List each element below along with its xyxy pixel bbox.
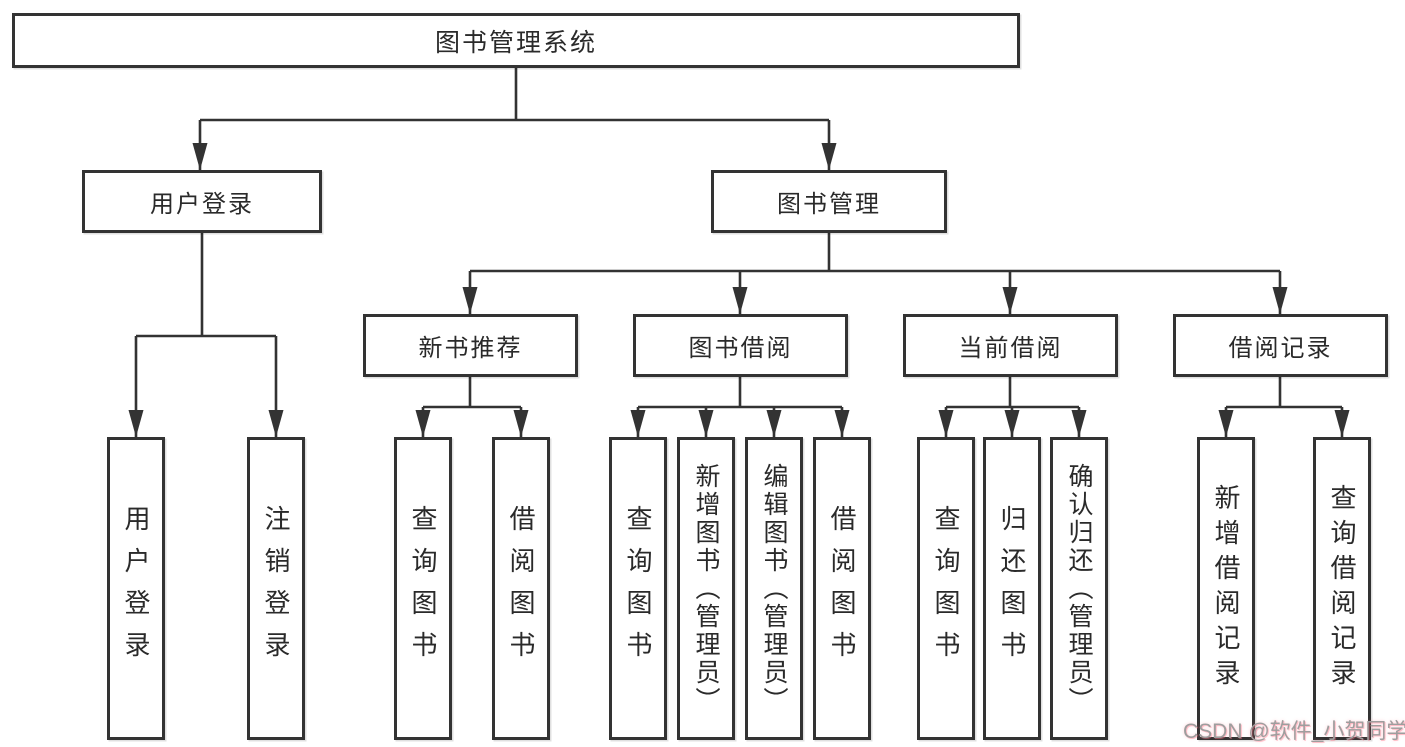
connector-borrow-records-fan bbox=[1224, 377, 1344, 437]
leaf-borrow-books-recommend: 借阅图书 bbox=[492, 437, 550, 740]
leaf-query-books-current-label: 查询图书 bbox=[931, 504, 961, 673]
connector-root-fan bbox=[198, 68, 831, 170]
arrowhead-icon bbox=[766, 410, 782, 437]
connector-user-login-fan bbox=[134, 233, 278, 437]
node-borrow-records-label: 借阅记录 bbox=[1228, 335, 1333, 362]
arrowhead-icon bbox=[938, 410, 954, 437]
leaf-logout: 注销登录 bbox=[247, 437, 305, 740]
arrowhead-icon bbox=[462, 287, 478, 314]
leaf-query-books-recommend: 查询图书 bbox=[394, 437, 452, 740]
arrowhead-icon bbox=[415, 410, 431, 437]
leaf-edit-books-admin: 编辑图书（管理员） bbox=[745, 437, 803, 740]
connector-book-borrow-fan bbox=[636, 377, 844, 437]
arrowhead-icon bbox=[268, 410, 284, 437]
arrowhead-icon bbox=[1334, 410, 1350, 437]
arrowhead-icon bbox=[630, 410, 646, 437]
leaf-query-books-borrow: 查询图书 bbox=[609, 437, 667, 740]
leaf-query-borrow-record-label: 查询借阅记录 bbox=[1327, 483, 1357, 694]
node-user-login-label: 用户登录 bbox=[150, 191, 254, 218]
leaf-user-login: 用户登录 bbox=[107, 437, 165, 740]
node-new-book-recommend: 新书推荐 bbox=[363, 314, 578, 377]
node-current-borrow: 当前借阅 bbox=[903, 314, 1118, 377]
csdn-watermark: CSDN @软件_小贺同学 bbox=[1183, 720, 1405, 743]
arrowhead-icon bbox=[128, 410, 144, 437]
leaf-confirm-return-admin-label: 确认归还（管理员） bbox=[1065, 462, 1093, 715]
node-current-borrow-label: 当前借阅 bbox=[958, 335, 1063, 362]
node-borrow-records: 借阅记录 bbox=[1173, 314, 1388, 377]
arrowhead-icon bbox=[732, 287, 748, 314]
arrowhead-icon bbox=[1218, 410, 1234, 437]
leaf-return-books-label: 归还图书 bbox=[997, 504, 1027, 673]
node-book-borrow-label: 图书借阅 bbox=[688, 335, 793, 362]
leaf-query-borrow-record: 查询借阅记录 bbox=[1313, 437, 1371, 740]
arrowhead-icon bbox=[834, 410, 850, 437]
node-root: 图书管理系统 bbox=[12, 13, 1020, 68]
connector-new-book-fan bbox=[421, 377, 523, 437]
node-book-management: 图书管理 bbox=[711, 170, 947, 233]
node-new-book-recommend-label: 新书推荐 bbox=[418, 335, 523, 362]
leaf-add-books-admin: 新增图书（管理员） bbox=[677, 437, 735, 740]
node-book-management-label: 图书管理 bbox=[777, 191, 881, 218]
leaf-edit-books-admin-label: 编辑图书（管理员） bbox=[760, 462, 788, 715]
connector-book-mgmt-fan bbox=[468, 233, 1282, 314]
node-root-label: 图书管理系统 bbox=[434, 28, 597, 57]
arrowhead-icon bbox=[1002, 287, 1018, 314]
leaf-return-books: 归还图书 bbox=[983, 437, 1041, 740]
arrowhead-icon bbox=[1004, 410, 1020, 437]
arrowhead-icon bbox=[192, 143, 208, 170]
leaf-user-login-label: 用户登录 bbox=[121, 504, 151, 673]
leaf-query-books-recommend-label: 查询图书 bbox=[408, 504, 438, 673]
leaf-add-books-admin-label: 新增图书（管理员） bbox=[692, 462, 720, 715]
leaf-add-borrow-record: 新增借阅记录 bbox=[1197, 437, 1255, 740]
node-book-borrow: 图书借阅 bbox=[633, 314, 848, 377]
arrowhead-icon bbox=[513, 410, 529, 437]
node-user-login: 用户登录 bbox=[82, 170, 322, 233]
leaf-borrow-books-recommend-label: 借阅图书 bbox=[506, 504, 536, 673]
leaf-confirm-return-admin: 确认归还（管理员） bbox=[1050, 437, 1108, 740]
connector-current-borrow-fan bbox=[944, 377, 1081, 437]
arrowhead-icon bbox=[698, 410, 714, 437]
leaf-add-borrow-record-label: 新增借阅记录 bbox=[1211, 483, 1241, 694]
leaf-query-books-borrow-label: 查询图书 bbox=[623, 504, 653, 673]
leaf-logout-label: 注销登录 bbox=[261, 504, 291, 673]
arrowhead-icon bbox=[1071, 410, 1087, 437]
leaf-query-books-current: 查询图书 bbox=[917, 437, 975, 740]
arrowhead-icon bbox=[1272, 287, 1288, 314]
arrowhead-icon bbox=[821, 143, 837, 170]
leaf-borrow-books: 借阅图书 bbox=[813, 437, 871, 740]
leaf-borrow-books-label: 借阅图书 bbox=[827, 504, 857, 673]
